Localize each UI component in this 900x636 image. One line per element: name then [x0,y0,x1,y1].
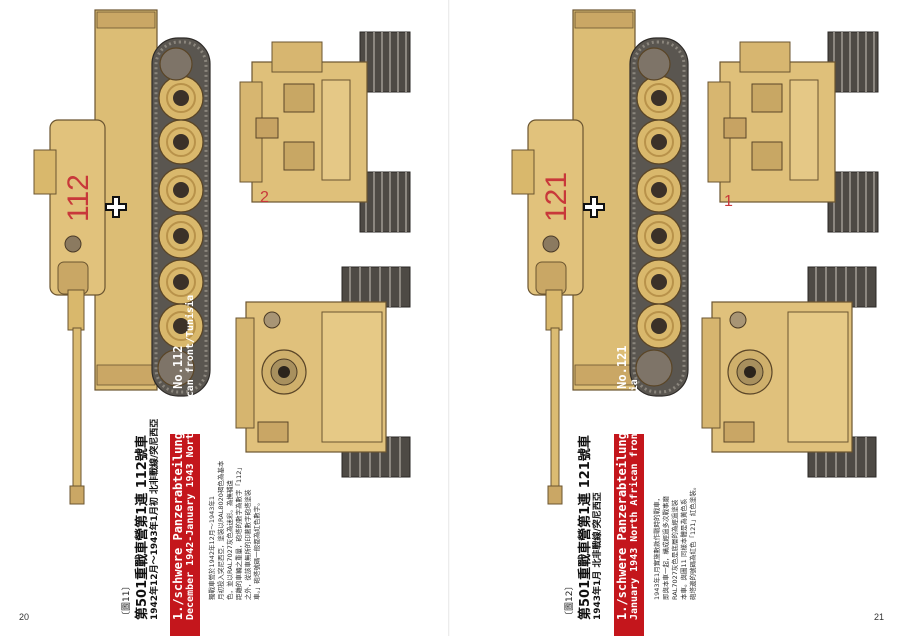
tank-rear-view: 1 [700,22,880,237]
chinese-date: 1943年1月 北非戰線/突尼西亞 [593,492,603,620]
english-date: January 1943 North African front/Tunisia [629,379,640,620]
tank-front-view [232,262,412,492]
turret-number-112: 112 [62,174,95,222]
body-line: 砲塔邊的號碼為紅色「121」紅色塗裝。 [689,483,697,600]
right-page: 121 1 〔圖12〕 第501重戰車營第1連 121號車 1943年1月 北非… [450,0,900,636]
left-page: 112 2 〔圖11〕 第501重戰車營第1連 112號車 1942年12月～1… [0,0,412,636]
chinese-date: 1942年12月～1943年1月初 北非戰線/突尼西亞 [150,418,160,620]
hull-number: 1 [724,193,733,210]
red-title-bar [170,434,200,636]
hull-number: 2 [260,189,269,206]
english-date: December 1942-January 1943 North African… [185,294,196,620]
english-title: 1./schwere Panzerabteilung 501, No.112 [171,345,185,620]
tank-rear-view: 2 [232,22,412,237]
english-title: 1./schwere Panzerabteilung 501, No.121 [615,345,629,620]
body-line: 車。」砲塔號碼一般都為紅色數字。 [253,499,261,600]
tank-top-view-121: 121 [478,0,708,620]
red-title-bar [614,434,644,636]
page-number: 20 [19,612,30,622]
tank-top-view-112: 112 [0,0,230,620]
page-number: 21 [874,612,885,622]
turret-number-121: 121 [540,172,573,222]
tank-front-view [698,262,878,492]
